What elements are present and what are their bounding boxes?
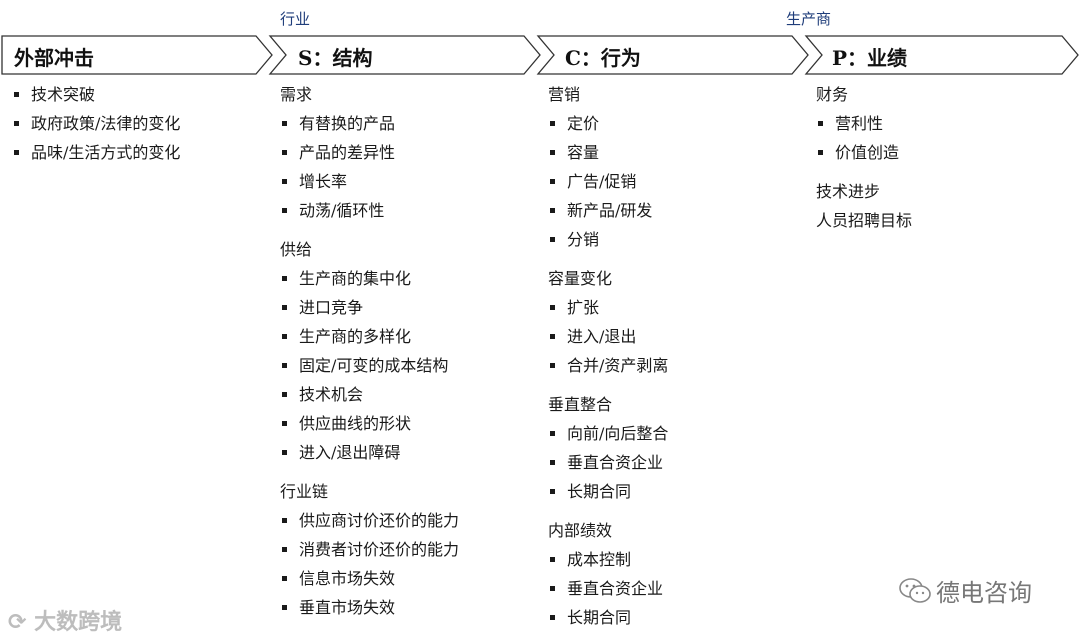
bullet-item: 技术突破	[12, 80, 180, 109]
chevron-performance	[804, 35, 1079, 75]
group-heading: 技术进步	[816, 182, 881, 201]
chevron-conduct-label: C：行为	[565, 46, 641, 70]
bullet-item: 产品的差异性	[280, 138, 459, 167]
industry-label: 行业	[280, 10, 311, 28]
bullet-item: 成本控制	[548, 545, 668, 574]
group-heading: 人员招聘目标	[816, 211, 913, 230]
bullet-item: 动荡/循环性	[280, 196, 459, 225]
group-heading: 供给	[280, 240, 313, 259]
group-spacer	[548, 506, 668, 516]
column-performance: 财务营利性价值创造技术进步人员招聘目标	[816, 80, 912, 235]
watermark-dedian-text: 德电咨询	[936, 579, 1032, 607]
watermark-dashu-text: 大数跨境	[34, 610, 123, 635]
group-heading: 行业链	[280, 482, 329, 501]
bullet-item: 垂直合资企业	[548, 448, 668, 477]
bullet-item: 信息市场失效	[280, 564, 459, 593]
group-spacer	[548, 380, 668, 390]
bullet-item: 技术机会	[280, 380, 459, 409]
bullet-item: 生产商的集中化	[280, 264, 459, 293]
bullet-item: 供应商讨价还价的能力	[280, 506, 459, 535]
group-spacer	[280, 467, 459, 477]
bullet-item: 新产品/研发	[548, 196, 668, 225]
column-external-shocks: 技术突破政府政策/法律的变化品味/生活方式的变化	[12, 80, 180, 167]
bullet-item: 政府政策/法律的变化	[12, 109, 180, 138]
bullet-item: 营利性	[816, 109, 912, 138]
bullet-item: 进入/退出	[548, 322, 668, 351]
group-heading: 营销	[548, 85, 581, 104]
chevron-structure	[268, 35, 541, 75]
chevron-external-shocks	[1, 35, 273, 75]
chevron-structure-label: S：结构	[298, 46, 373, 70]
producer-label: 生产商	[786, 10, 832, 28]
chevron-external-shocks-label: 外部冲击	[14, 46, 94, 70]
chevron-flow	[1, 35, 1079, 75]
column-structure: 需求有替换的产品产品的差异性增长率动荡/循环性供给生产商的集中化进口竞争生产商的…	[280, 80, 459, 622]
bullet-item: 长期合同	[548, 603, 668, 632]
group-spacer	[280, 225, 459, 235]
bullet-item: 消费者讨价还价的能力	[280, 535, 459, 564]
bullet-item: 生产商的多样化	[280, 322, 459, 351]
wechat-icon	[898, 577, 932, 611]
bullet-item: 品味/生活方式的变化	[12, 138, 180, 167]
bullet-item: 垂直合资企业	[548, 574, 668, 603]
group-spacer	[548, 254, 668, 264]
group-heading: 内部绩效	[548, 521, 613, 540]
watermark-dashu: ⟳ 大数跨境	[8, 604, 122, 636]
group-heading: 财务	[816, 85, 849, 104]
bullet-item: 有替换的产品	[280, 109, 459, 138]
bullet-item: 进入/退出障碍	[280, 438, 459, 467]
group-spacer	[816, 167, 912, 177]
bullet-item: 固定/可变的成本结构	[280, 351, 459, 380]
bullet-item: 进口竞争	[280, 293, 459, 322]
chevron-performance-label: P：业绩	[832, 46, 908, 70]
chevron-conduct	[536, 35, 809, 75]
watermark-logo-icon: ⟳	[8, 610, 35, 635]
watermark-dedian: 德电咨询	[898, 573, 1032, 611]
group-heading: 垂直整合	[548, 395, 613, 414]
bullet-item: 长期合同	[548, 477, 668, 506]
bullet-item: 分销	[548, 225, 668, 254]
bullet-item: 扩张	[548, 293, 668, 322]
bullet-item: 合并/资产剥离	[548, 351, 668, 380]
bullet-item: 向前/向后整合	[548, 419, 668, 448]
bullet-item: 容量	[548, 138, 668, 167]
bullet-item: 垂直市场失效	[280, 593, 459, 622]
bullet-item: 价值创造	[816, 138, 912, 167]
column-conduct: 营销定价容量广告/促销新产品/研发分销容量变化扩张进入/退出合并/资产剥离垂直整…	[548, 80, 668, 632]
bullet-item: 增长率	[280, 167, 459, 196]
bullet-item: 供应曲线的形状	[280, 409, 459, 438]
bullet-item: 广告/促销	[548, 167, 668, 196]
group-heading: 容量变化	[548, 269, 613, 288]
bullet-item: 定价	[548, 109, 668, 138]
group-heading: 需求	[280, 85, 313, 104]
